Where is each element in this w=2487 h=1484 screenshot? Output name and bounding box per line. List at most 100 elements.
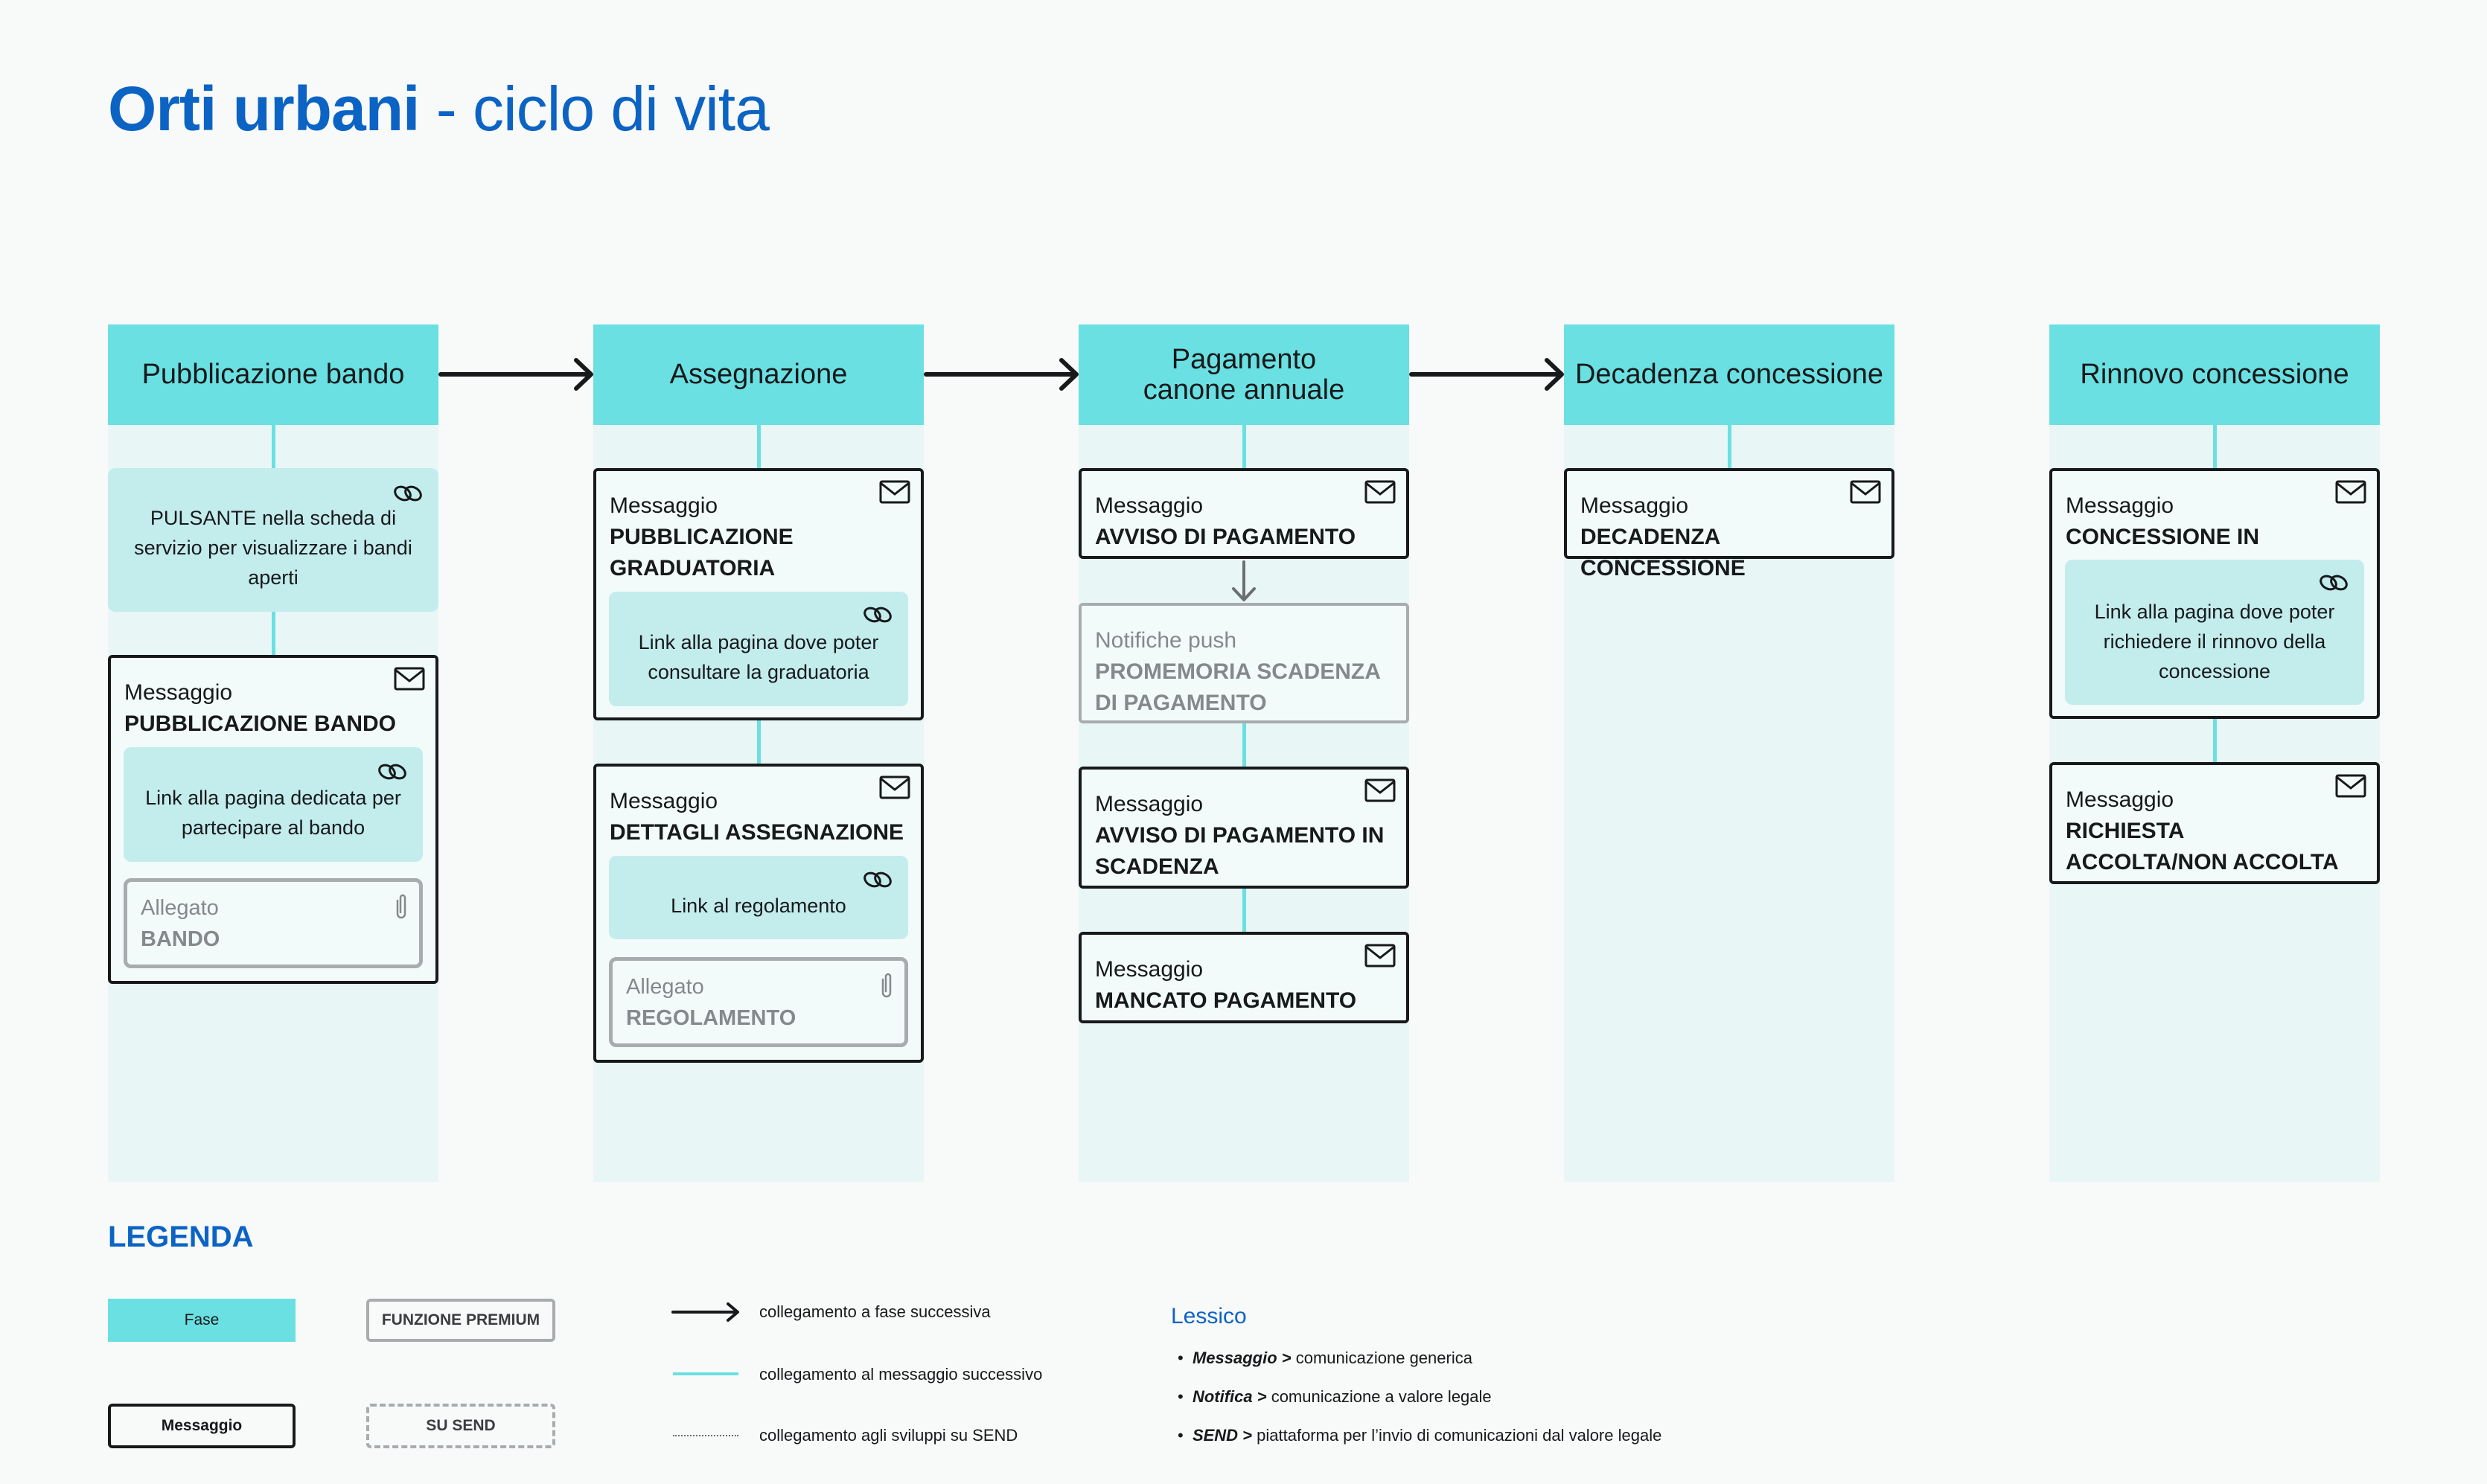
title-bold: Orti urbani (108, 74, 420, 144)
lessico-title: Lessico (1171, 1304, 1247, 1328)
link-icon (2320, 575, 2348, 591)
link-text: Link al regolamento (671, 895, 846, 917)
envelope-icon (2335, 480, 2366, 504)
connector (2213, 425, 2217, 468)
attachment-bando: Allegato BANDO (124, 878, 423, 968)
down-arrow-icon (1232, 560, 1256, 601)
message-card-richiesta-accolta: Messaggio RICHIESTA ACCOLTA/NON ACCOLTA (2049, 762, 2380, 884)
attachment-name: REGOLAMENTO (626, 1006, 796, 1030)
legend-dotted-icon (673, 1435, 738, 1436)
link-box-regolamento: Link al regolamento (609, 856, 908, 939)
lessico-term: Messaggio > (1192, 1349, 1292, 1367)
link-text: Link alla pagina dove poter richiedere i… (2094, 600, 2335, 682)
page-title: Orti urbani - ciclo di vita (108, 73, 770, 145)
connector (1242, 723, 1246, 767)
connector (272, 612, 275, 655)
lessico-desc: comunicazione generica (1291, 1349, 1472, 1367)
attachment-kind: Allegato (141, 896, 219, 920)
legend-messaggio-label: Messaggio (161, 1417, 243, 1434)
title-rest: - ciclo di vita (419, 74, 770, 144)
message-kind: Messaggio (610, 789, 718, 813)
lessico-item: • Messaggio > comunicazione generica (1178, 1349, 1472, 1367)
connector (757, 425, 761, 468)
link-box-graduatoria: Link alla pagina dove poter consultare l… (609, 592, 908, 706)
message-kind: Messaggio (1580, 493, 1689, 518)
envelope-icon (2335, 774, 2366, 798)
link-icon (394, 485, 422, 502)
message-card-avviso-di-pagamento: Messaggio AVVISO DI PAGAMENTO (1079, 468, 1409, 559)
legend-arrow-icon (671, 1302, 739, 1322)
envelope-icon (1850, 480, 1881, 504)
envelope-icon (879, 775, 910, 799)
message-name: AVVISO DI PAGAMENTO (1095, 525, 1356, 549)
paperclip-icon (396, 894, 406, 919)
legend-fase: Fase (108, 1299, 296, 1342)
message-name: MANCATO PAGAMENTO (1095, 988, 1357, 1013)
legend-su-send: SU SEND (366, 1404, 555, 1448)
legend-title: LEGENDA (108, 1221, 254, 1253)
envelope-icon (1364, 778, 1396, 802)
message-card-decadenza-concessione: Messaggio DECADENZA CONCESSIONE (1564, 468, 1894, 581)
service-button-text: PULSANTE nella scheda di servizio per vi… (134, 506, 412, 589)
attachment-name: BANDO (141, 927, 220, 951)
link-text: Link alla pagina dedicata per partecipar… (145, 787, 401, 839)
message-kind: Messaggio (2066, 787, 2174, 812)
lessico-desc: piattaforma per l’invio di comunicazioni… (1252, 1426, 1662, 1445)
message-kind: Messaggio (2066, 493, 2174, 518)
envelope-icon (1364, 480, 1396, 504)
attachment-regolamento: Allegato REGOLAMENTO (609, 957, 908, 1047)
message-name: PUBBLICAZIONE BANDO (124, 711, 396, 736)
envelope-icon (1364, 944, 1396, 968)
phase-assegnazione: Assegnazione (593, 324, 924, 425)
link-box-bando: Link alla pagina dedicata per partecipar… (124, 747, 423, 862)
message-kind: Messaggio (124, 680, 233, 705)
paperclip-icon (881, 973, 892, 998)
legend-funzione-premium: FUNZIONE PREMIUM (366, 1299, 555, 1342)
link-icon (863, 607, 892, 623)
link-icon (863, 871, 892, 888)
connector (272, 425, 275, 468)
connector (2213, 719, 2217, 762)
push-notification-card: Notifiche push PROMEMORIA SCADENZA DI PA… (1079, 603, 1409, 723)
link-text: Link alla pagina dove poter consultare l… (638, 631, 879, 683)
connector (1728, 425, 1731, 468)
message-name: DECADENZA CONCESSIONE (1580, 525, 1746, 581)
phase-decadenza-concessione: Decadenza concessione (1564, 324, 1894, 425)
push-kind: Notifiche push (1095, 628, 1237, 653)
push-name: PROMEMORIA SCADENZA DI PAGAMENTO (1095, 659, 1380, 715)
legend-line-icon (673, 1372, 738, 1375)
attachment-kind: Allegato (626, 975, 704, 999)
envelope-icon (879, 480, 910, 504)
message-name: AVVISO DI PAGAMENTO IN SCADENZA (1095, 823, 1385, 879)
legend-su-send-label: SU SEND (426, 1417, 496, 1434)
envelope-icon (394, 667, 425, 691)
lessico-term: SEND > (1192, 1426, 1253, 1445)
legend-premium-label: FUNZIONE PREMIUM (381, 1311, 540, 1328)
message-kind: Messaggio (1095, 957, 1204, 982)
message-kind: Messaggio (1095, 493, 1204, 518)
legend-arrow-text: collegamento a fase successiva (759, 1302, 991, 1321)
phase-rinnovo-concessione: Rinnovo concessione (2049, 324, 2380, 425)
link-box-rinnovo: Link alla pagina dove poter richiedere i… (2065, 560, 2364, 705)
message-card-mancato-pagamento: Messaggio MANCATO PAGAMENTO (1079, 932, 1409, 1023)
connector (757, 720, 761, 764)
connector (1242, 889, 1246, 932)
legend-line-text: collegamento al messaggio successivo (759, 1365, 1043, 1384)
connector (1242, 425, 1246, 468)
lessico-term: Notifica > (1192, 1387, 1267, 1406)
legend-fase-label: Fase (184, 1311, 220, 1328)
lessico-item: • SEND > piattaforma per l’invio di comu… (1178, 1426, 1662, 1445)
message-name: RICHIESTA ACCOLTA/NON ACCOLTA (2066, 819, 2339, 874)
message-kind: Messaggio (1095, 792, 1204, 816)
lessico-list: • Messaggio > comunicazione generica • N… (1178, 1349, 1661, 1465)
service-button-card: PULSANTE nella scheda di servizio per vi… (108, 468, 438, 612)
message-name: DETTAGLI ASSEGNAZIONE (610, 820, 904, 845)
message-kind: Messaggio (610, 493, 718, 518)
legend-dotted-text: collegamento agli sviluppi su SEND (759, 1426, 1018, 1445)
link-icon (378, 764, 406, 780)
legend-messaggio: Messaggio (108, 1404, 296, 1448)
message-name: PUBBLICAZIONE GRADUATORIA (610, 525, 794, 581)
phase-pubblicazione-bando: Pubblicazione bando (108, 324, 438, 425)
lessico-item: • Notifica > comunicazione a valore lega… (1178, 1387, 1492, 1406)
